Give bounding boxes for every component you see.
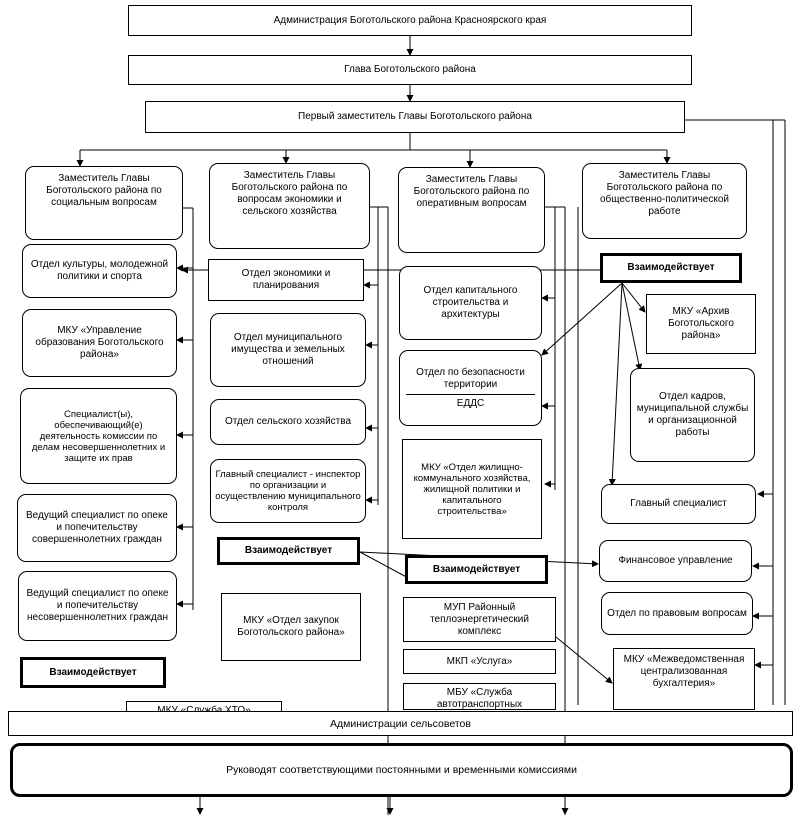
procurement-mku-label: МКУ «Отдел закупок Боготольского района»: [237, 615, 345, 638]
control-inspector-box: Главный специалист - инспектор по органи…: [210, 459, 366, 523]
edds-label: ЕДДС: [456, 397, 485, 409]
commission-specialist-box: Специалист(ы), обеспечивающий(е) деятель…: [20, 388, 177, 484]
rural-admins-box: Администрации сельсоветов: [8, 711, 793, 736]
accounting-mku-box: МКУ «Межведомственная централизованная б…: [613, 648, 755, 710]
education-mku-label: МКУ «Управление образования Боготольског…: [35, 325, 164, 360]
agriculture-dept-box: Отдел сельского хозяйства: [210, 399, 366, 445]
safety-divider: [406, 393, 535, 395]
deputy-operative-label: Заместитель Главы Боготольского района п…: [413, 174, 530, 209]
interacts-social-label: Взаимодействует: [49, 666, 137, 678]
finance-dept-box: Финансовое управление: [599, 540, 752, 582]
interacts-economy-box: Взаимодействует: [217, 537, 360, 565]
chief-specialist-label: Главный специалист: [630, 498, 727, 509]
legal-dept-label: Отдел по правовым вопросам: [607, 607, 747, 619]
deputy-economy-box: Заместитель Главы Боготольского района п…: [209, 163, 370, 249]
deputy-social-box: Заместитель Главы Боготольского района п…: [25, 166, 183, 240]
personnel-dept-box: Отдел кадров, муниципальной службы и орг…: [630, 368, 755, 462]
guardianship-minor-label: Ведущий специалист по опеке и попечитель…: [26, 588, 169, 623]
guardianship-adult-label: Ведущий специалист по опеке и попечитель…: [26, 510, 168, 545]
safety-dept-label: Отдел по безопасности территории: [416, 366, 525, 390]
construction-dept-box: Отдел капитального строительства и архит…: [399, 266, 542, 340]
safety-dept-box: Отдел по безопасности территории ЕДДС: [399, 350, 542, 426]
deputy-social-label: Заместитель Главы Боготольского района п…: [46, 173, 162, 208]
culture-dept-label: Отдел культуры, молодежной политики и сп…: [30, 259, 169, 282]
commissions-box: Руководят соответствующими постоянными и…: [10, 743, 793, 797]
personnel-dept-label: Отдел кадров, муниципальной службы и орг…: [636, 391, 749, 438]
interacts-operative-box: Взаимодействует: [405, 555, 548, 584]
deputy-public-box: Заместитель Главы Боготольского района п…: [582, 163, 747, 239]
rural-admins-label: Администрации сельсоветов: [330, 717, 471, 730]
legal-dept-box: Отдел по правовым вопросам: [601, 592, 753, 635]
deputy-economy-label: Заместитель Главы Боготольского района п…: [231, 170, 348, 217]
interacts-public-box: Взаимодействует: [600, 253, 742, 283]
chief-specialist-box: Главный специалист: [601, 484, 756, 524]
commissions-label: Руководят соответствующими постоянными и…: [226, 764, 577, 776]
head-label: Глава Боготольского района: [344, 64, 476, 75]
finance-dept-label: Финансовое управление: [618, 555, 733, 566]
archive-mku-box: МКУ «Архив Боготольского района»: [646, 294, 756, 354]
commission-specialist-label: Специалист(ы), обеспечивающий(е) деятель…: [31, 408, 166, 464]
interacts-public-label: Взаимодействует: [627, 262, 715, 273]
guardianship-adult-box: Ведущий специалист по опеке и попечитель…: [17, 494, 177, 562]
interacts-social-box: Взаимодействует: [20, 657, 166, 688]
economy-planning-box: Отдел экономики и планирования: [208, 259, 364, 301]
agriculture-dept-label: Отдел сельского хозяйства: [224, 416, 352, 427]
control-inspector-label: Главный специалист - инспектор по органи…: [215, 469, 361, 513]
deputy-operative-box: Заместитель Главы Боготольского района п…: [398, 167, 545, 253]
hto-mku-label: МКУ «Служба ХТО»: [157, 705, 251, 715]
guardianship-minor-box: Ведущий специалист по опеке и попечитель…: [18, 571, 177, 641]
service-mkp-label: МКП «Услуга»: [446, 655, 513, 667]
procurement-mku-box: МКУ «Отдел закупок Боготольского района»: [221, 593, 361, 661]
property-dept-label: Отдел муниципального имущества и земельн…: [231, 332, 345, 367]
administration-box: Администрация Боготольского района Красн…: [128, 5, 692, 36]
service-mkp-box: МКП «Услуга»: [403, 649, 556, 674]
economy-planning-label: Отдел экономики и планирования: [241, 268, 331, 291]
interacts-operative-label: Взаимодействует: [432, 563, 521, 575]
first-deputy-box: Первый заместитель Главы Боготольского р…: [145, 101, 685, 133]
culture-dept-box: Отдел культуры, молодежной политики и сп…: [22, 244, 177, 298]
transport-mbu-box: МБУ «Служба автотранспортных: [403, 683, 556, 710]
transport-mbu-label: МБУ «Служба автотранспортных: [436, 687, 523, 710]
administration-label: Администрация Боготольского района Красн…: [273, 14, 547, 26]
housing-mku-label: МКУ «Отдел жилищно-коммунального хозяйст…: [413, 461, 531, 517]
property-dept-box: Отдел муниципального имущества и земельн…: [210, 313, 366, 387]
first-deputy-label: Первый заместитель Главы Боготольского р…: [298, 111, 532, 122]
accounting-mku-label: МКУ «Межведомственная централизованная б…: [623, 654, 745, 689]
heat-complex-label: МУП Районный теплоэнергетический комплек…: [430, 601, 529, 637]
heat-complex-box: МУП Районный теплоэнергетический комплек…: [403, 597, 556, 642]
archive-mku-label: МКУ «Архив Боготольского района»: [668, 306, 734, 341]
deputy-public-label: Заместитель Главы Боготольского района п…: [600, 170, 729, 217]
education-mku-box: МКУ «Управление образования Боготольског…: [22, 309, 177, 377]
head-box: Глава Боготольского района: [128, 55, 692, 85]
construction-dept-label: Отдел капитального строительства и архит…: [423, 285, 518, 320]
interacts-economy-label: Взаимодействует: [244, 545, 333, 556]
housing-mku-box: МКУ «Отдел жилищно-коммунального хозяйст…: [402, 439, 542, 539]
